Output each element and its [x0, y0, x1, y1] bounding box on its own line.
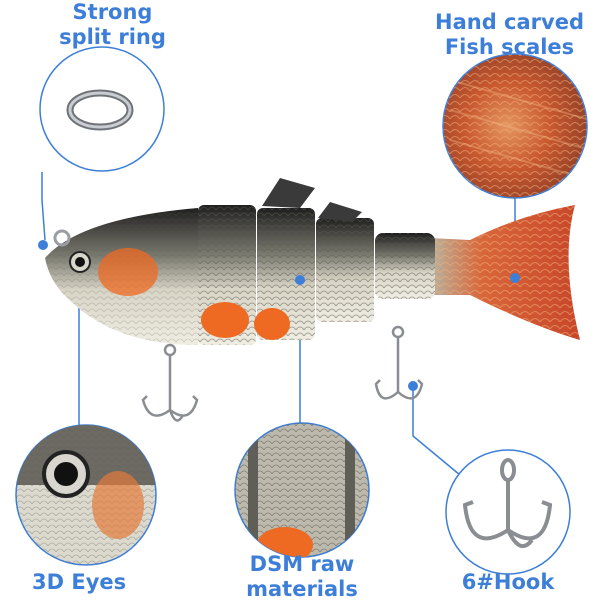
split-ring-label: Strong split ring	[50, 0, 175, 50]
split-ring-closeup	[39, 46, 165, 172]
fish-scales-label-line2: Fish scales	[444, 35, 575, 59]
fish-scales-label-line1: Hand carved	[435, 10, 584, 34]
dsm-label-line1: DSM raw	[249, 552, 355, 576]
fish-scales-closeup	[442, 53, 588, 199]
split-ring-label-line1: Strong	[72, 0, 153, 24]
dsm-label-line2: materials	[246, 577, 358, 601]
fish-lure	[38, 178, 580, 422]
eye-closeup	[15, 424, 157, 566]
eyes-label-text: 3D Eyes	[32, 570, 127, 594]
treble-hook-front	[141, 343, 199, 422]
dsm-material-closeup	[234, 422, 370, 558]
split-ring-label-line2: split ring	[59, 25, 166, 49]
treble-hook-rear	[374, 325, 424, 400]
hook-closeup	[445, 449, 571, 575]
eyes-label: 3D Eyes	[32, 570, 127, 595]
hook-label-text: 6#Hook	[461, 570, 555, 594]
dsm-label: DSM raw materials	[232, 552, 372, 602]
hook-label: 6#Hook	[458, 570, 558, 595]
fish-scales-label: Hand carved Fish scales	[432, 10, 587, 60]
